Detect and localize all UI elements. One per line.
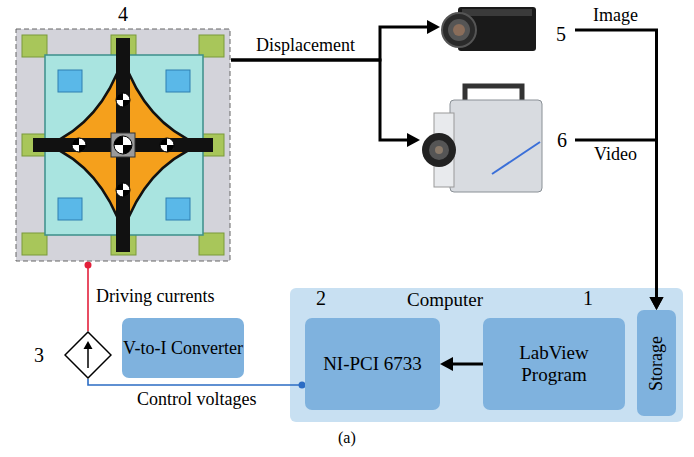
daq-card-box: NI-PCI 6733 [305,318,440,410]
connector [451,363,483,366]
callout-number: 3 [34,343,44,367]
callout-number: 5 [556,22,566,46]
caption: (a) [338,428,356,448]
camera: 5 [440,0,575,55]
current-source-diamond [64,331,112,379]
converter-box: V-to-I Converter [122,318,244,378]
arrowhead [427,20,440,34]
edge-label: Image [593,5,638,26]
mems-device: 4 [15,2,231,262]
box-label: V-to-I Converter [123,338,243,359]
box-label: NI-PCI 6733 [323,353,422,375]
box-label: Storage [646,336,667,391]
panel-heading: Computer [385,288,505,312]
arrowhead [650,297,664,310]
callout-number: 2 [316,286,326,310]
box-label: LabView Program [499,342,609,386]
edge-label: Video [594,144,637,165]
callout-number: 1 [583,286,593,310]
edge-label: Control voltages [137,389,257,410]
edge-label: Displacement [256,35,355,56]
terminal-dot [85,262,92,269]
high-speed-camera-illustration [420,78,545,198]
connector [231,60,409,140]
connector [575,30,657,299]
current-source: 3 [30,330,114,380]
connector [575,140,657,299]
storage-box: Storage [637,310,676,416]
connector [88,379,305,385]
arrowhead [407,133,420,147]
callout-number: 4 [15,2,231,26]
camera-illustration [440,3,540,53]
arrowhead [440,357,453,371]
panel-ground [290,288,683,422]
computer-panel: ComputerNI-PCI 6733 LabView Program Storag… [290,288,683,422]
edge-label: Driving currents [96,286,214,307]
callout-number: 6 [557,128,567,152]
mems-device-illustration [15,28,231,262]
connector [231,27,429,60]
camera: 6 [420,78,575,198]
connector [87,262,89,331]
arrowhead [650,297,664,310]
program-box: LabView Program [483,318,625,410]
